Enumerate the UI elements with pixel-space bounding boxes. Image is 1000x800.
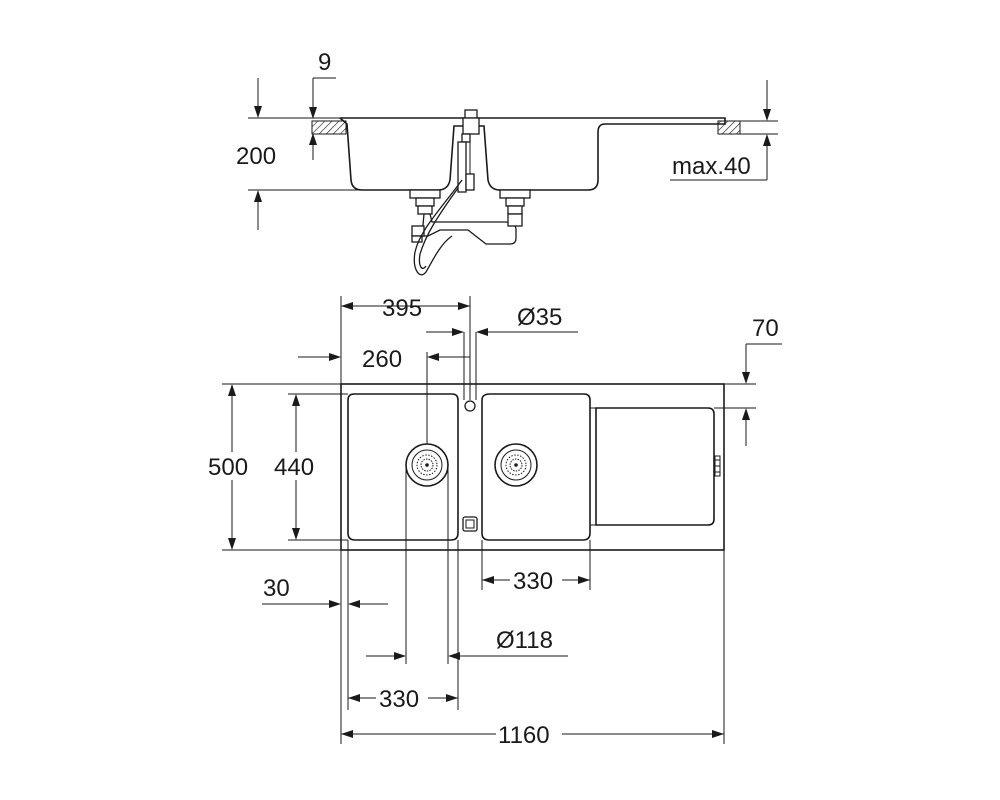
drain-fittings <box>409 189 531 215</box>
drain-left <box>405 443 449 487</box>
label-bowl-depth: 440 <box>274 454 314 481</box>
label-overall-depth: 500 <box>208 454 248 481</box>
tap-body <box>457 109 480 193</box>
waste-pipe <box>421 213 517 245</box>
dim-overall-depth: 500 <box>206 383 341 551</box>
dim-bowl-two-width: 330 <box>482 566 590 595</box>
dim-counter-thickness: 9 <box>309 49 336 160</box>
label-tap-offset: 395 <box>382 295 422 322</box>
drainboard <box>595 407 715 526</box>
drain-right <box>494 443 538 487</box>
dim-side-margin: 30 <box>262 575 388 608</box>
label-overall-width: 1160 <box>498 722 550 749</box>
label-max-thickness: max.40 <box>672 153 751 180</box>
label-bowl-two-width: 330 <box>513 568 553 595</box>
countertop-hatch-left <box>311 120 347 135</box>
bowl-right <box>481 393 591 541</box>
label-rear-margin: 70 <box>752 315 779 342</box>
sink-section-profile <box>339 117 726 191</box>
dim-bowl-one-width: 330 <box>348 684 458 713</box>
label-counter-thickness: 9 <box>318 49 331 76</box>
dim-max-thickness: max.40 <box>670 80 778 181</box>
dim-depth: 200 <box>236 78 412 230</box>
countertop-hatch-right <box>717 120 741 135</box>
plan-view: 395 Ø35 260 70 <box>206 295 782 749</box>
dim-overall-width: 1160 <box>341 720 724 749</box>
dim-drain-diameter: Ø118 <box>366 627 568 660</box>
section-view: 9 200 max.40 <box>236 49 778 276</box>
sink-outer-rim <box>340 383 725 551</box>
flexible-hose <box>413 179 463 276</box>
label-bowl-one-width: 330 <box>379 686 419 713</box>
label-drain-offset: 260 <box>362 346 402 373</box>
dim-tap-offset: 395 <box>341 295 470 322</box>
dim-bowl-depth: 440 <box>272 393 348 541</box>
dim-rear-margin: 70 <box>714 315 782 446</box>
label-side-margin: 30 <box>263 575 290 602</box>
label-drain-diameter: Ø118 <box>496 627 553 654</box>
label-depth: 200 <box>236 143 276 170</box>
drainboard-marker <box>714 455 721 477</box>
bowl-left <box>347 393 459 541</box>
dim-tap-hole: Ø35 <box>426 304 578 400</box>
tap-hole <box>464 400 476 412</box>
label-tap-hole: Ø35 <box>517 304 562 331</box>
overflow <box>462 516 478 532</box>
dim-drain-offset: 260 <box>298 346 470 373</box>
